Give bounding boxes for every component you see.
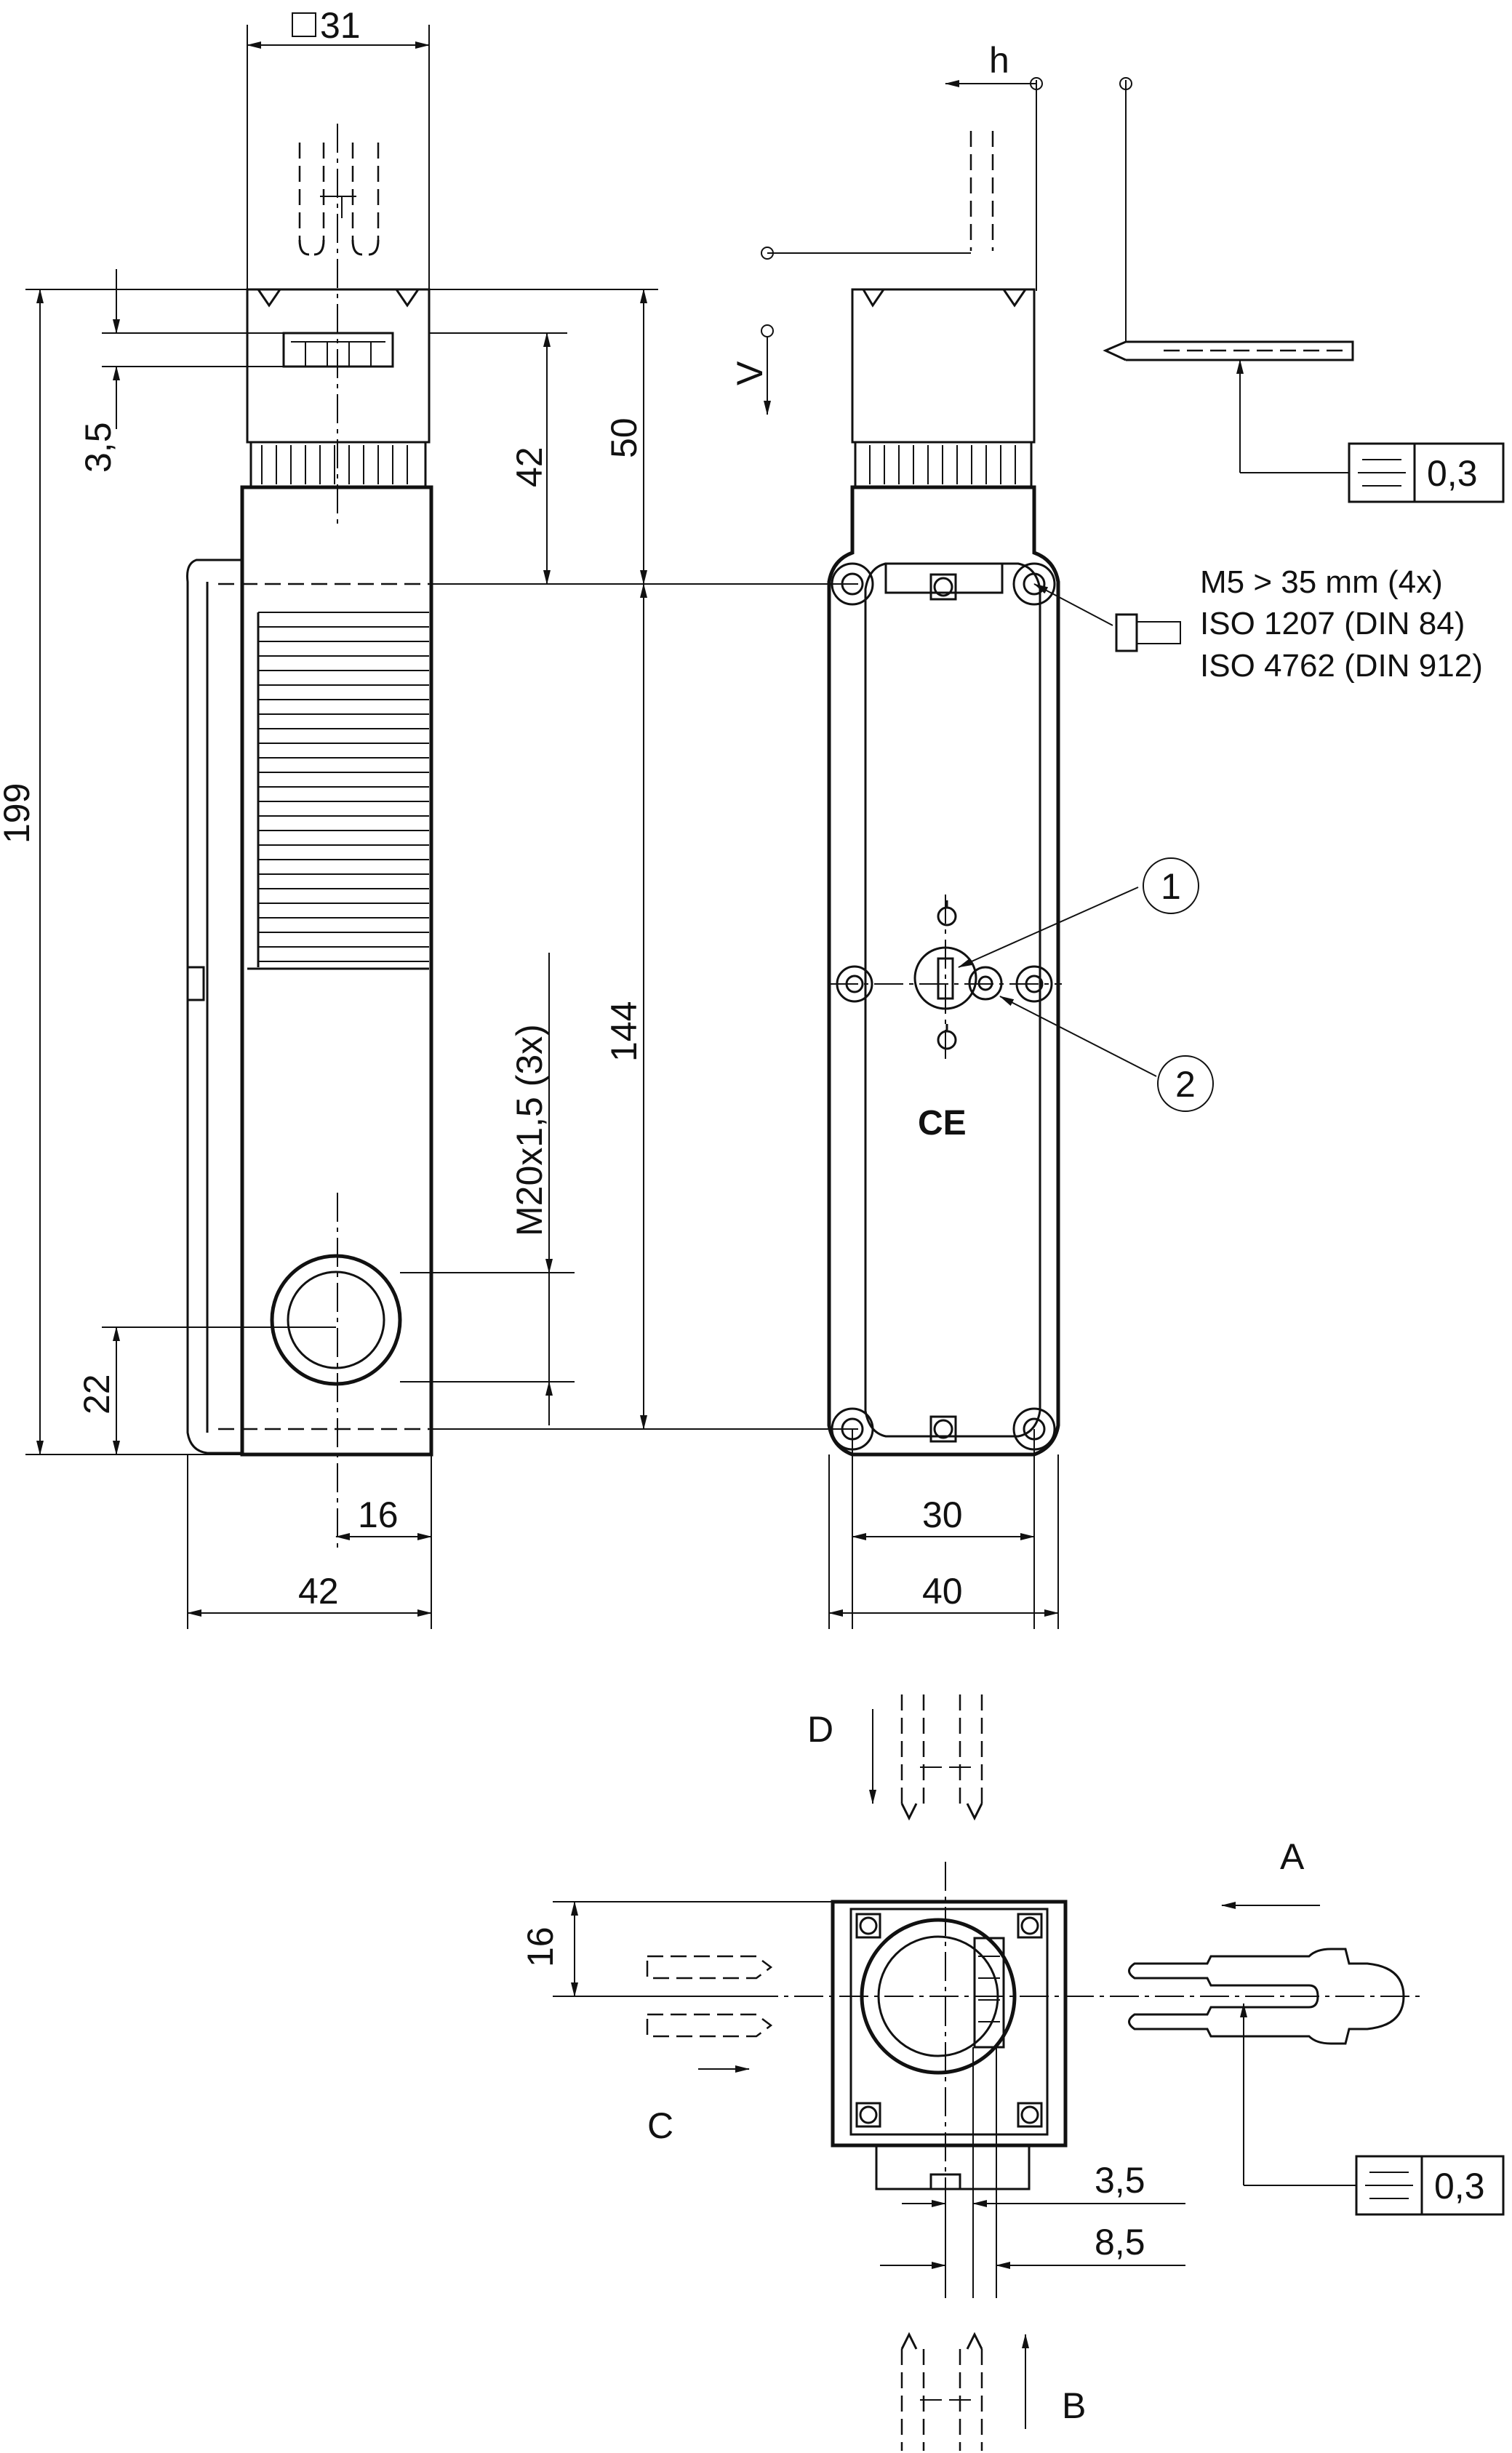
dim-v: V	[729, 361, 770, 385]
direction-b: B	[1062, 2385, 1086, 2426]
dim-16-bottom: 16	[520, 1926, 561, 1967]
dim-h: h	[989, 40, 1009, 81]
screw-note-line-2: ISO 1207 (DIN 84)	[1200, 606, 1465, 641]
screw-note-line-1: M5 > 35 mm (4x)	[1200, 564, 1443, 600]
front-view: CE	[827, 80, 1062, 1457]
dim-40: 40	[922, 1571, 963, 1612]
tolerance-bottom: 0,3	[1434, 2166, 1485, 2206]
screw-note-line-3: ISO 4762 (DIN 912)	[1200, 648, 1483, 684]
dim-42-top: 42	[509, 447, 550, 487]
ce-mark: CE	[918, 1104, 967, 1143]
dim-30: 30	[922, 1494, 963, 1535]
dim-22: 22	[76, 1374, 117, 1414]
dim-50: 50	[604, 417, 644, 458]
callout-2: 2	[1175, 1064, 1196, 1105]
dim-42-bottom: 42	[298, 1571, 339, 1612]
dim-3-5-bottom: 3,5	[1095, 2160, 1145, 2201]
dim-8-5: 8,5	[1095, 2222, 1145, 2262]
plan-screw-br	[1017, 2102, 1043, 2128]
side-view	[186, 124, 433, 1553]
plan-screw-bl	[855, 2102, 881, 2128]
flatness-detail-top: 0,3	[1103, 77, 1505, 503]
thread-label: M20x1,5 (3x)	[509, 1024, 550, 1236]
dim-3-5: 3,5	[78, 422, 119, 473]
plan-screw-tr	[1017, 1913, 1043, 1939]
plan-screw-tl	[855, 1913, 881, 1939]
front-view-dimensions: h V 30 40 1 2 M5 > 35 mm (4x) ISO 1207 (…	[729, 40, 1483, 1629]
plan-view	[646, 1694, 1425, 2451]
direction-a: A	[1280, 1836, 1305, 1877]
direction-c: C	[647, 2105, 673, 2146]
dim-199: 199	[0, 783, 37, 844]
mounting-hole-tl	[831, 562, 874, 606]
direction-d: D	[807, 1709, 833, 1750]
side-view-dimensions: 31 199 3,5 42 50 144 M20x1,5 (3x)	[0, 5, 858, 1629]
dim-144: 144	[604, 1001, 644, 1062]
tolerance-top: 0,3	[1427, 453, 1478, 494]
callout-1: 1	[1161, 866, 1181, 907]
dim-31: 31	[320, 5, 361, 46]
dim-16-side: 16	[358, 1494, 399, 1535]
plan-view-dimensions: 16 3,5 8,5 0,3 A B C D	[520, 1709, 1505, 2429]
